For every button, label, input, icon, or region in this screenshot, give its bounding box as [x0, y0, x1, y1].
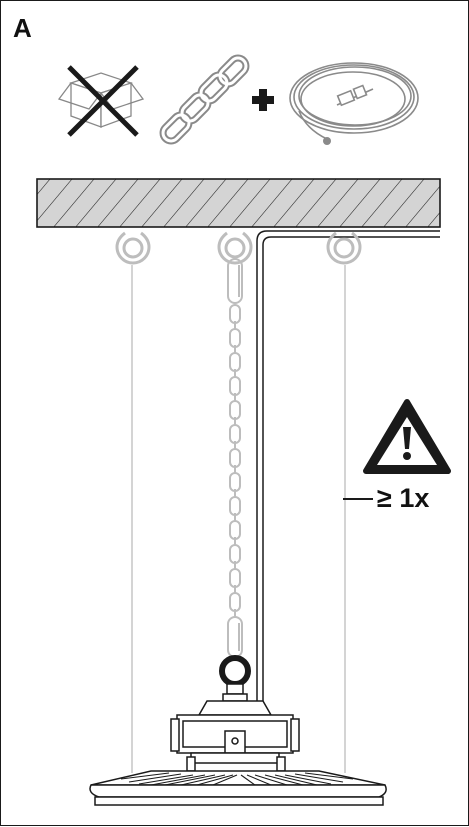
safety-cable-icon	[289, 62, 419, 140]
ceiling-hook-center	[217, 231, 253, 265]
ceiling-hook-right	[326, 231, 362, 265]
crossed-out-box-icon	[57, 65, 145, 137]
cable-route	[256, 230, 440, 701]
high-bay-luminaire	[89, 700, 387, 806]
chain-icon-inner	[161, 56, 248, 143]
safety-ratio-label: ≥ 1x	[377, 483, 430, 513]
plus-icon	[252, 89, 274, 111]
ceiling	[36, 178, 441, 228]
ceiling-hook-left	[115, 231, 151, 265]
alternative-suspension-lines	[131, 265, 346, 773]
warning-triangle-icon	[363, 399, 451, 474]
panel-label: A	[13, 13, 32, 43]
eye-bolt	[219, 655, 251, 702]
suspension-chain	[227, 258, 243, 658]
luminaire-fins	[120, 772, 354, 786]
cable-end-bead	[323, 137, 331, 145]
